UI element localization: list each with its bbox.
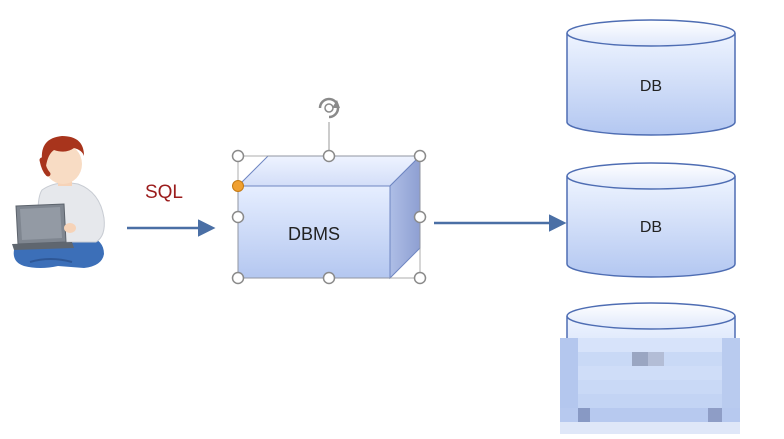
dbms-label: DBMS [288, 224, 340, 244]
database-cylinder-2[interactable]: DB [566, 162, 736, 278]
database-cylinder-1[interactable]: DB [566, 19, 736, 136]
resize-handle-top-center[interactable] [322, 149, 336, 163]
adjustment-handle[interactable] [232, 180, 244, 192]
resize-handle-middle-right[interactable] [413, 210, 427, 224]
resize-handle-bottom-center[interactable] [322, 271, 336, 285]
resize-handle-bottom-left[interactable] [231, 271, 245, 285]
rotate-handle-icon[interactable] [317, 96, 341, 120]
resize-handle-bottom-right[interactable] [413, 271, 427, 285]
person-with-laptop-icon [12, 136, 105, 268]
sql-label: SQL [145, 182, 183, 203]
database-label-1: DB [640, 78, 662, 95]
dbms-box[interactable]: DBMS [236, 154, 422, 280]
database-label-2: DB [640, 219, 662, 236]
pixelated-overlay [560, 338, 740, 434]
resize-handle-top-right[interactable] [413, 149, 427, 163]
resize-handle-middle-left[interactable] [231, 210, 245, 224]
resize-handle-top-left[interactable] [231, 149, 245, 163]
